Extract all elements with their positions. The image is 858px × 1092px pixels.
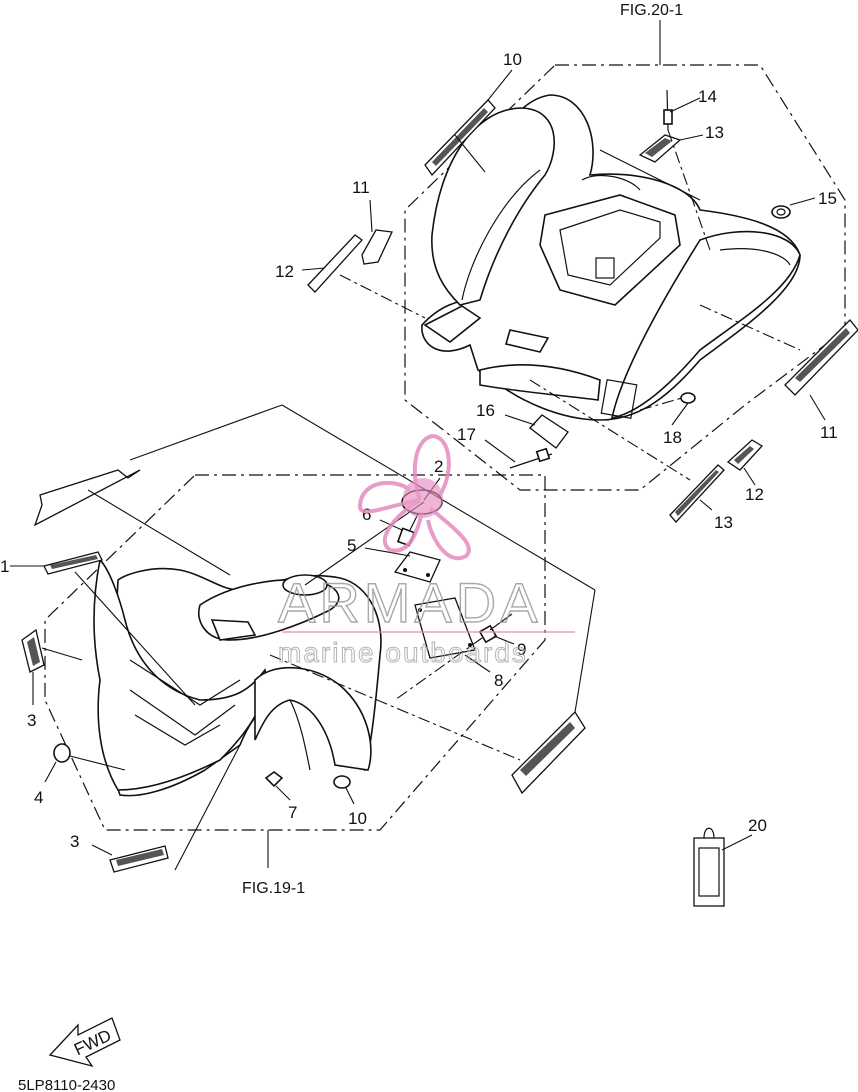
part-8-plate xyxy=(414,597,476,659)
front-fender-group xyxy=(44,474,546,831)
drawing-code: 5LP8110-2430 xyxy=(18,1077,115,1092)
callout-10: 10 xyxy=(348,809,367,828)
callout-13b: 13 xyxy=(714,513,733,532)
part-4-emblem xyxy=(53,743,71,763)
part-13-lower-strip xyxy=(669,464,725,523)
callout-8: 8 xyxy=(494,671,503,690)
propeller-logo-icon xyxy=(358,433,471,561)
watermark-tagline: marine outboards xyxy=(278,637,528,668)
callout-20: 20 xyxy=(748,816,767,835)
callout-11b: 11 xyxy=(820,423,838,442)
part-7-grommet xyxy=(264,771,284,788)
rear-fender-group xyxy=(404,64,846,491)
part-20-label-card xyxy=(693,827,725,907)
rear-fender-boundary xyxy=(404,64,846,491)
part-15-rivet xyxy=(663,89,673,131)
part-3-bottom-decal xyxy=(109,845,169,873)
callout-17: 16 xyxy=(476,401,495,420)
callout-13a: 12 xyxy=(275,262,294,281)
rear-fender-right-flare xyxy=(610,230,801,420)
fig19-ref-label: FIG.19-1 xyxy=(242,880,305,897)
part-12-lower-decal xyxy=(726,439,764,471)
callout-1: 1 xyxy=(0,557,9,576)
part-10-grommet xyxy=(333,775,351,789)
part-19-grommet xyxy=(680,392,696,404)
callout-18: 17 xyxy=(457,425,476,444)
fig20-ref-label: FIG.20-1 xyxy=(620,2,683,19)
callout-7: 7 xyxy=(288,803,297,822)
callout-3a: 3 xyxy=(27,711,36,730)
part-1-decal xyxy=(43,551,103,575)
callout-14: 13 xyxy=(705,123,724,142)
part-12-upper-decal xyxy=(361,229,393,265)
part-17-plate xyxy=(529,414,569,449)
part-11-right-decal xyxy=(784,319,858,396)
part-13-upper-strip xyxy=(307,234,363,293)
callout-5: 5 xyxy=(347,536,356,555)
front-upper-decal xyxy=(33,469,141,527)
callout-15: 14 xyxy=(698,87,717,106)
part-11-upper-decal xyxy=(424,99,496,177)
front-side-decal xyxy=(511,710,586,795)
callout-6: 6 xyxy=(362,505,371,524)
part-18-rivet xyxy=(509,447,553,469)
callout-2: 2 xyxy=(434,457,443,476)
front-fender-right-arch xyxy=(254,666,372,771)
part-9-bolt xyxy=(478,613,513,644)
part-3-side-reflector xyxy=(21,628,45,673)
callout-16: 15 xyxy=(818,189,837,208)
part-16-grommet xyxy=(771,205,791,219)
watermark-brand: ARMADA xyxy=(278,571,542,634)
callout-11a: 10 xyxy=(503,50,522,69)
part-5-plate xyxy=(393,551,441,583)
fwd-direction-arrow: FWD xyxy=(48,1017,121,1068)
watermark: ARMADA marine outboards xyxy=(277,433,575,669)
front-fender-face xyxy=(93,558,267,791)
callout-4: 4 xyxy=(34,788,43,807)
rear-fender-cargo-box xyxy=(539,194,681,306)
callout-3b: 3 xyxy=(70,832,79,851)
callout-12a: 11 xyxy=(352,178,370,197)
part-14-plate xyxy=(638,134,682,163)
rear-fender-lower-lip xyxy=(479,364,601,401)
callout-9: 9 xyxy=(517,640,526,659)
front-fender-boundary xyxy=(44,474,546,831)
callout-19: 18 xyxy=(663,428,682,447)
callout-12b: 12 xyxy=(745,485,764,504)
